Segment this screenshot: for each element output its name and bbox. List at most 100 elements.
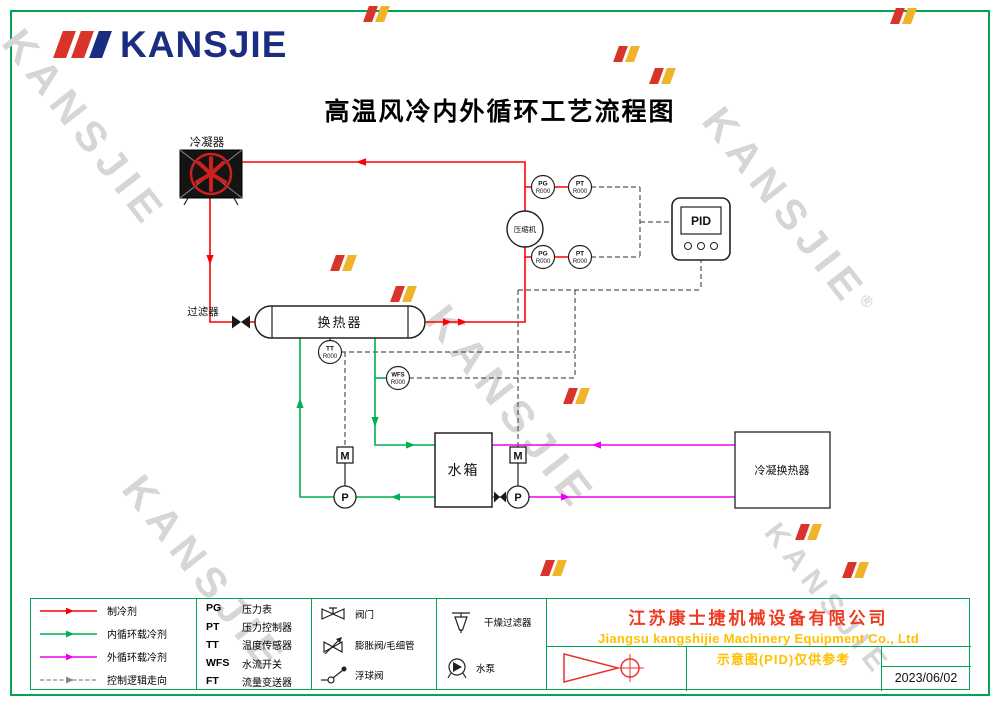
line-sample-refrigerant [40, 607, 97, 614]
legend-line-item: 制冷剂 [31, 599, 196, 622]
legend-abbr: TT [206, 638, 219, 651]
direction-cone-icon [563, 653, 644, 683]
valve-icon [321, 607, 345, 621]
legend-abbr: PT [206, 620, 220, 633]
water-tank-label: 水箱 [448, 462, 480, 478]
pump-label: P [514, 492, 521, 504]
gauge-pt-discharge: PT R000 [567, 174, 593, 200]
legend-abbr: WFS [206, 657, 230, 670]
legend-abbr: PG [206, 602, 222, 615]
legend-line-label: 外循环载冷剂 [107, 653, 167, 664]
motor-label: M [513, 451, 522, 463]
condenser-unit [179, 149, 243, 206]
legend-divider [436, 599, 437, 689]
pid-controller [671, 197, 731, 261]
legend-line-label: 控制逻辑走向 [107, 676, 167, 687]
logo-text: KANSJIE [120, 24, 288, 65]
gauge-tt: TT R000 [317, 339, 343, 365]
title-block: 江苏康士捷机械设备有限公司 Jiangsu kangshijie Machine… [546, 599, 971, 691]
company-logo: KANSJIE [53, 24, 288, 65]
legend-abbr-label: 压力控制器 [242, 623, 292, 635]
fan-blades-icon [195, 156, 227, 192]
gauge-type-label: TT [326, 346, 334, 353]
company-name-en: Jiangsu kangshijie Machinery Equipment C… [597, 631, 920, 646]
legend-symbol-label: 膨胀阀/毛细管 [355, 640, 415, 652]
expansion-valve-symbol [232, 315, 250, 329]
title-block-divider [881, 646, 882, 691]
gauge-type-label: PT [576, 181, 584, 188]
legend-symbol-label: 浮球阀 [355, 671, 384, 683]
internal-loop-pipes [299, 338, 435, 498]
title-block-divider [881, 666, 971, 667]
water-tank [434, 432, 493, 508]
gauge-tag-label: R000 [391, 380, 406, 386]
float-valve-icon [321, 666, 347, 685]
page-frame [10, 10, 990, 696]
date-value: 2023/06/02 [894, 671, 958, 685]
gauge-tag-label: R000 [536, 259, 551, 265]
gauge-type-label: PT [576, 251, 584, 258]
external-loop-pipes [492, 444, 735, 498]
legend-symbol-item: 阀门 [311, 599, 436, 630]
legend-abbr-label: 流量变送器 [242, 677, 292, 689]
legend-abbr-item: TT 温度传感器 [196, 636, 311, 654]
gauge-tag-label: R000 [573, 189, 588, 195]
condenser-label: 冷凝器 [190, 135, 225, 149]
legend-line-item: 内循环载冷剂 [31, 622, 196, 645]
pump-2 [506, 485, 530, 509]
gauge-pg-discharge: PG R000 [530, 174, 556, 200]
gauge-type-label: WFS [391, 373, 404, 379]
internal-flow-arrows [296, 398, 415, 501]
legend-symbol-item: 干燥过滤器 [436, 599, 546, 645]
reference-note: 示意图(PID)仅供参考 [716, 652, 851, 667]
legend-divider [311, 599, 312, 689]
gauge-wfs: WFS R000 [385, 365, 411, 391]
legend-symbol-item: 水泵 [436, 645, 546, 691]
legend-symbol-label: 阀门 [355, 610, 375, 622]
legend-abbr-label: 温度传感器 [242, 641, 292, 653]
refrigerant-flow-arrows [206, 158, 467, 326]
legend-valve-symbols: 阀门 膨胀阀/毛细管 浮球阀 [311, 599, 436, 689]
legend-symbol-item: 浮球阀 [311, 660, 436, 691]
heat-exchanger-label: 换热器 [317, 315, 362, 330]
line-sample-control [40, 676, 97, 683]
legend-abbr-item: WFS 水流开关 [196, 654, 311, 672]
heat-exchanger-vessel [254, 305, 426, 339]
legend-symbol-item: 膨胀阀/毛细管 [311, 630, 436, 661]
water-pump-icon [447, 658, 467, 679]
pump-1 [333, 485, 357, 509]
gauge-pt-suction: PT R000 [567, 244, 593, 270]
dry-filter-icon [452, 612, 470, 633]
condensing-hx-label: 冷凝换热器 [755, 463, 810, 477]
title-block-divider [546, 646, 971, 647]
legend-line-label: 制冷剂 [107, 607, 137, 618]
legend-abbr-label: 水流开关 [242, 659, 282, 671]
line-sample-external [40, 653, 97, 660]
legend-line-label: 内循环载冷剂 [107, 630, 167, 641]
compressor-label: 压缩机 [514, 224, 537, 234]
legend-line-types: 制冷剂 内循环载冷剂 外循环载冷剂 控制逻辑走向 [31, 599, 196, 689]
legend-divider [546, 599, 547, 689]
title-block-divider [686, 646, 687, 691]
logo-slashes-icon [53, 31, 112, 58]
pid-label: PID [691, 214, 711, 228]
gauge-tag-label: R000 [573, 259, 588, 265]
valve-symbol [494, 491, 506, 503]
compressor-unit [506, 210, 544, 248]
motor-1 [336, 446, 354, 464]
legend-symbol-label: 干燥过滤器 [484, 618, 532, 629]
legend-divider [196, 599, 197, 689]
gauge-pg-suction: PG R000 [530, 244, 556, 270]
page-title: 高温风冷内外循环工艺流程图 [324, 99, 676, 126]
motor-label: M [340, 451, 349, 463]
gauge-tag-label: R000 [323, 354, 338, 360]
gauge-type-label: PG [538, 181, 547, 188]
condensing-heat-exchanger [734, 431, 831, 509]
pump-label: P [341, 492, 348, 504]
legend-line-item: 控制逻辑走向 [31, 668, 196, 691]
external-flow-arrows [561, 441, 601, 501]
